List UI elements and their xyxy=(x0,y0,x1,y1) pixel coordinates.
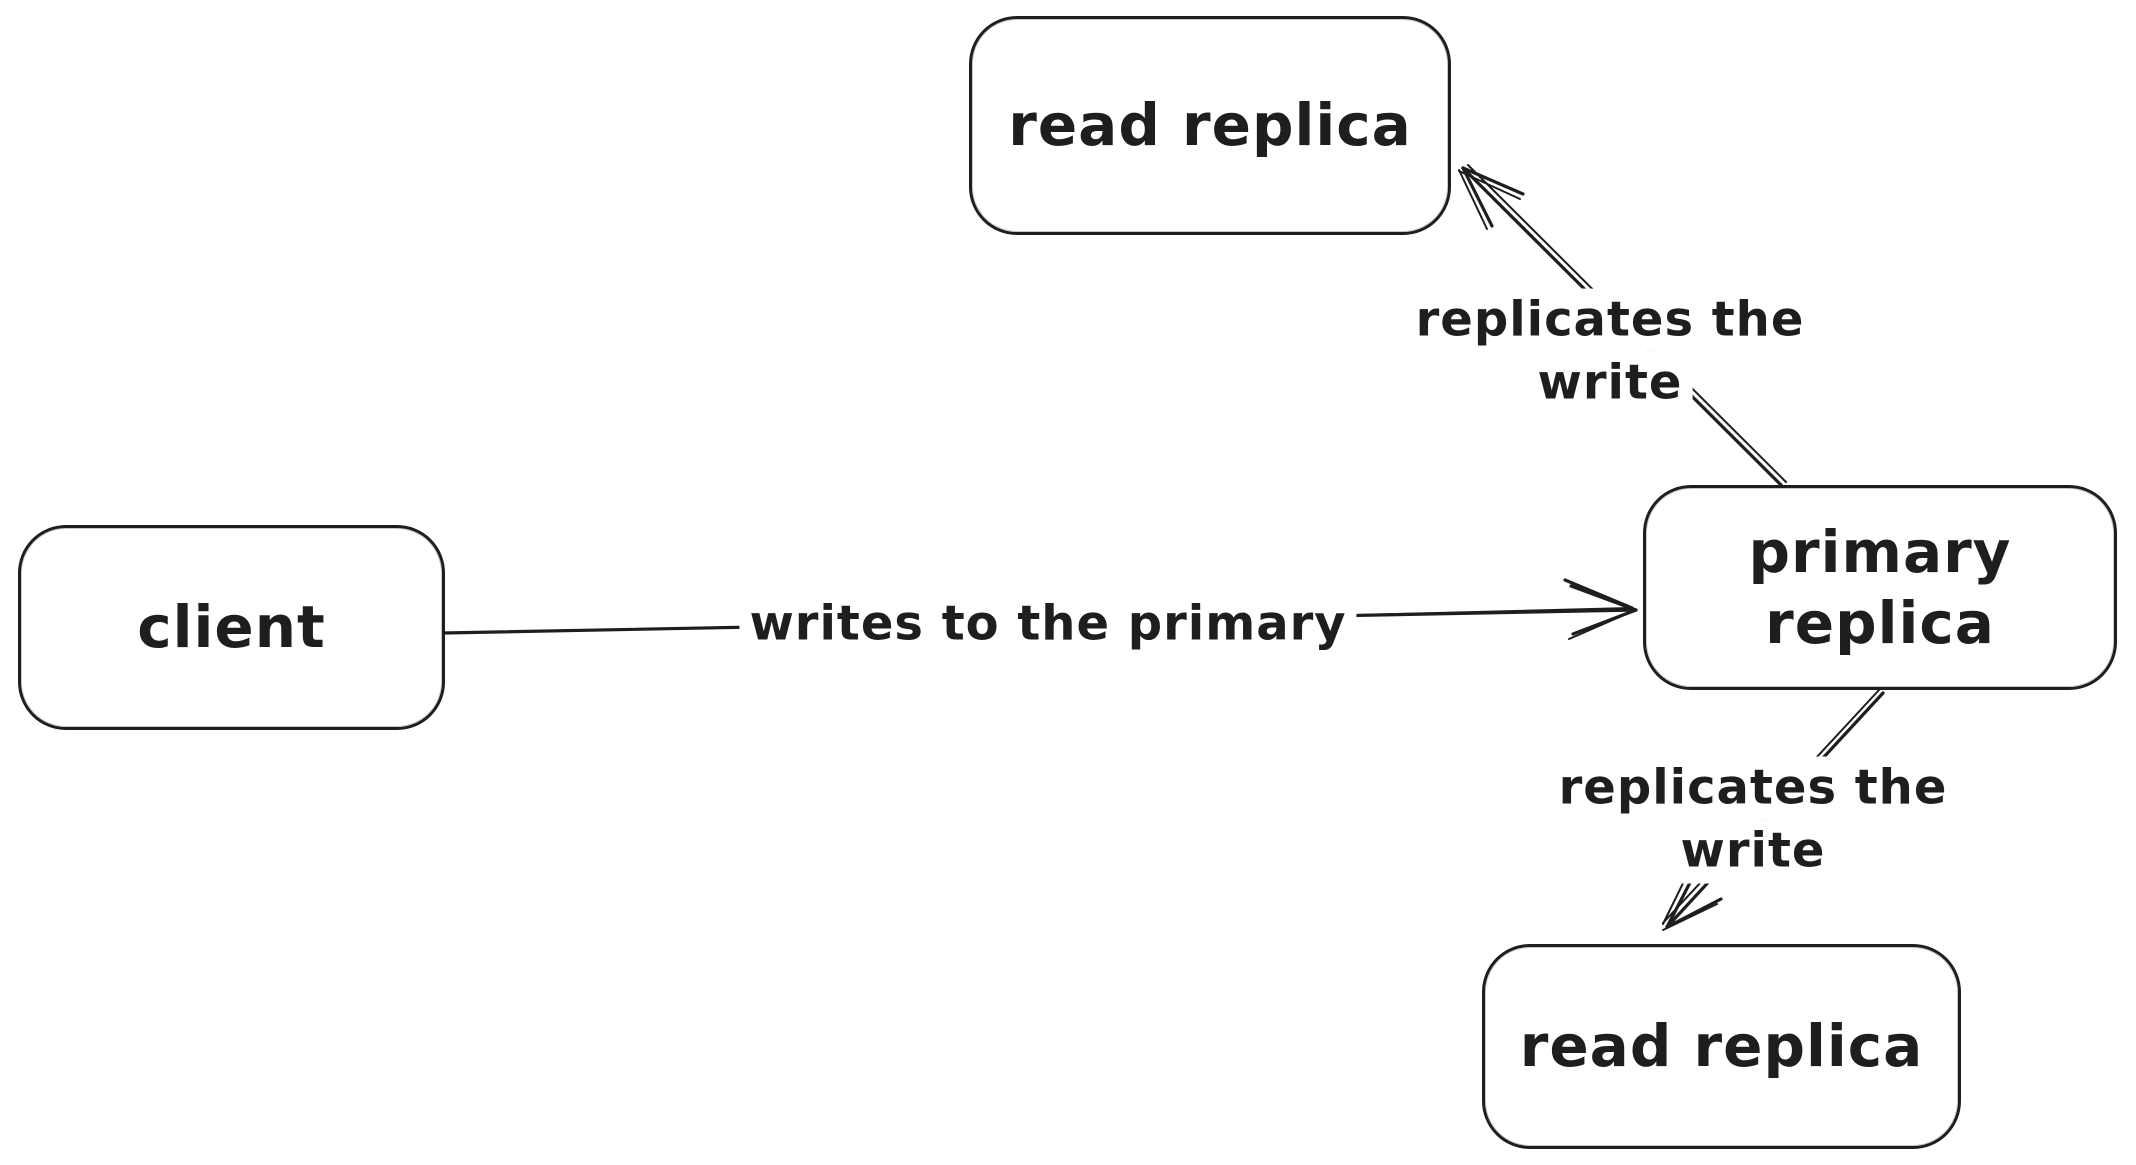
edge-label-replicates-write-top: replicates the write xyxy=(1405,288,1815,416)
node-read-replica-top-label: read replica xyxy=(1008,91,1412,160)
arrowhead-right-icon xyxy=(1563,578,1638,640)
node-client: client xyxy=(18,525,445,730)
node-read-replica-bottom-label: read replica xyxy=(1519,1012,1924,1081)
node-read-replica-top: read replica xyxy=(969,16,1451,235)
node-read-replica-bottom: read replica xyxy=(1482,944,1961,1149)
edge-label-text: writes to the primary xyxy=(739,592,1357,656)
node-primary-replica: primary replica xyxy=(1643,485,2117,690)
edge-label-replicates-write-bottom: replicates the write xyxy=(1548,756,1958,884)
edge-label-text-line1: replicates the xyxy=(1548,756,1958,820)
edge-label-text-line2: write xyxy=(1527,352,1693,416)
arrowhead-up-left-icon xyxy=(1458,166,1525,230)
edge-label-text-line1: replicates the xyxy=(1405,288,1815,352)
node-primary-replica-label: primary replica xyxy=(1748,517,2012,657)
edge-label-text-line2: write xyxy=(1670,820,1836,884)
node-client-label: client xyxy=(137,593,326,662)
edge-label-writes-to-primary: writes to the primary xyxy=(739,592,1357,656)
